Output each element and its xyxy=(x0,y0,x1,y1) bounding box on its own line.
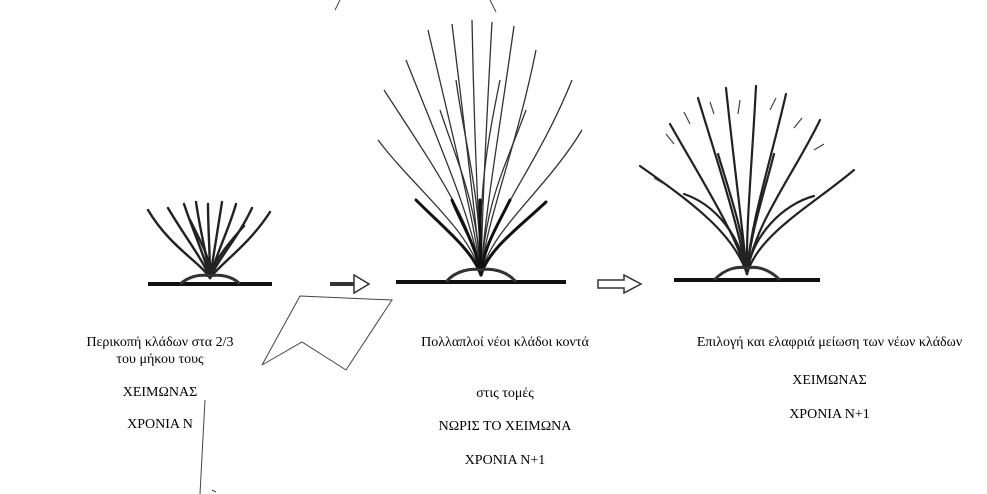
stage-3-caption: Επιλογή και ελαφριά μείωση των νέων κλάδ… xyxy=(672,334,987,423)
stage-3-action: Επιλογή και ελαφριά μείωση των νέων κλάδ… xyxy=(695,334,965,351)
stage-1-year: ΧΡΟΝΙΑ Ν xyxy=(0,416,320,433)
stage-2-season: ΝΩΡΙΣ ΤΟ ΧΕΙΜΩΝΑ xyxy=(390,418,620,435)
stage-3-year: ΧΡΟΝΙΑ Ν+1 xyxy=(672,406,987,423)
stage-3-season: ΧΕΙΜΩΝΑΣ xyxy=(672,372,987,389)
stage-2-year: ΧΡΟΝΙΑ Ν+1 xyxy=(390,452,620,469)
stage-1-action: Περικοπή κλάδων στα 2/3 του μήκου τους xyxy=(75,334,245,368)
pruned-shrub-icon xyxy=(140,192,280,292)
regrown-shrub-icon xyxy=(376,20,586,290)
stage-2-action-cont: στις τομές xyxy=(390,385,620,402)
stage-2-caption: Πολλαπλοί νέοι κλάδοι κοντά στις τομές Ν… xyxy=(390,334,620,469)
stage-1-caption: Περικοπή κλάδων στα 2/3 του μήκου τους Χ… xyxy=(0,334,320,433)
solid-arrow-icon xyxy=(328,272,372,296)
thinned-shrub-icon xyxy=(634,84,860,288)
stage-1-season: ΧΕΙΜΩΝΑΣ xyxy=(0,384,320,401)
stage-2-action: Πολλαπλοί νέοι κλάδοι κοντά xyxy=(390,334,620,351)
